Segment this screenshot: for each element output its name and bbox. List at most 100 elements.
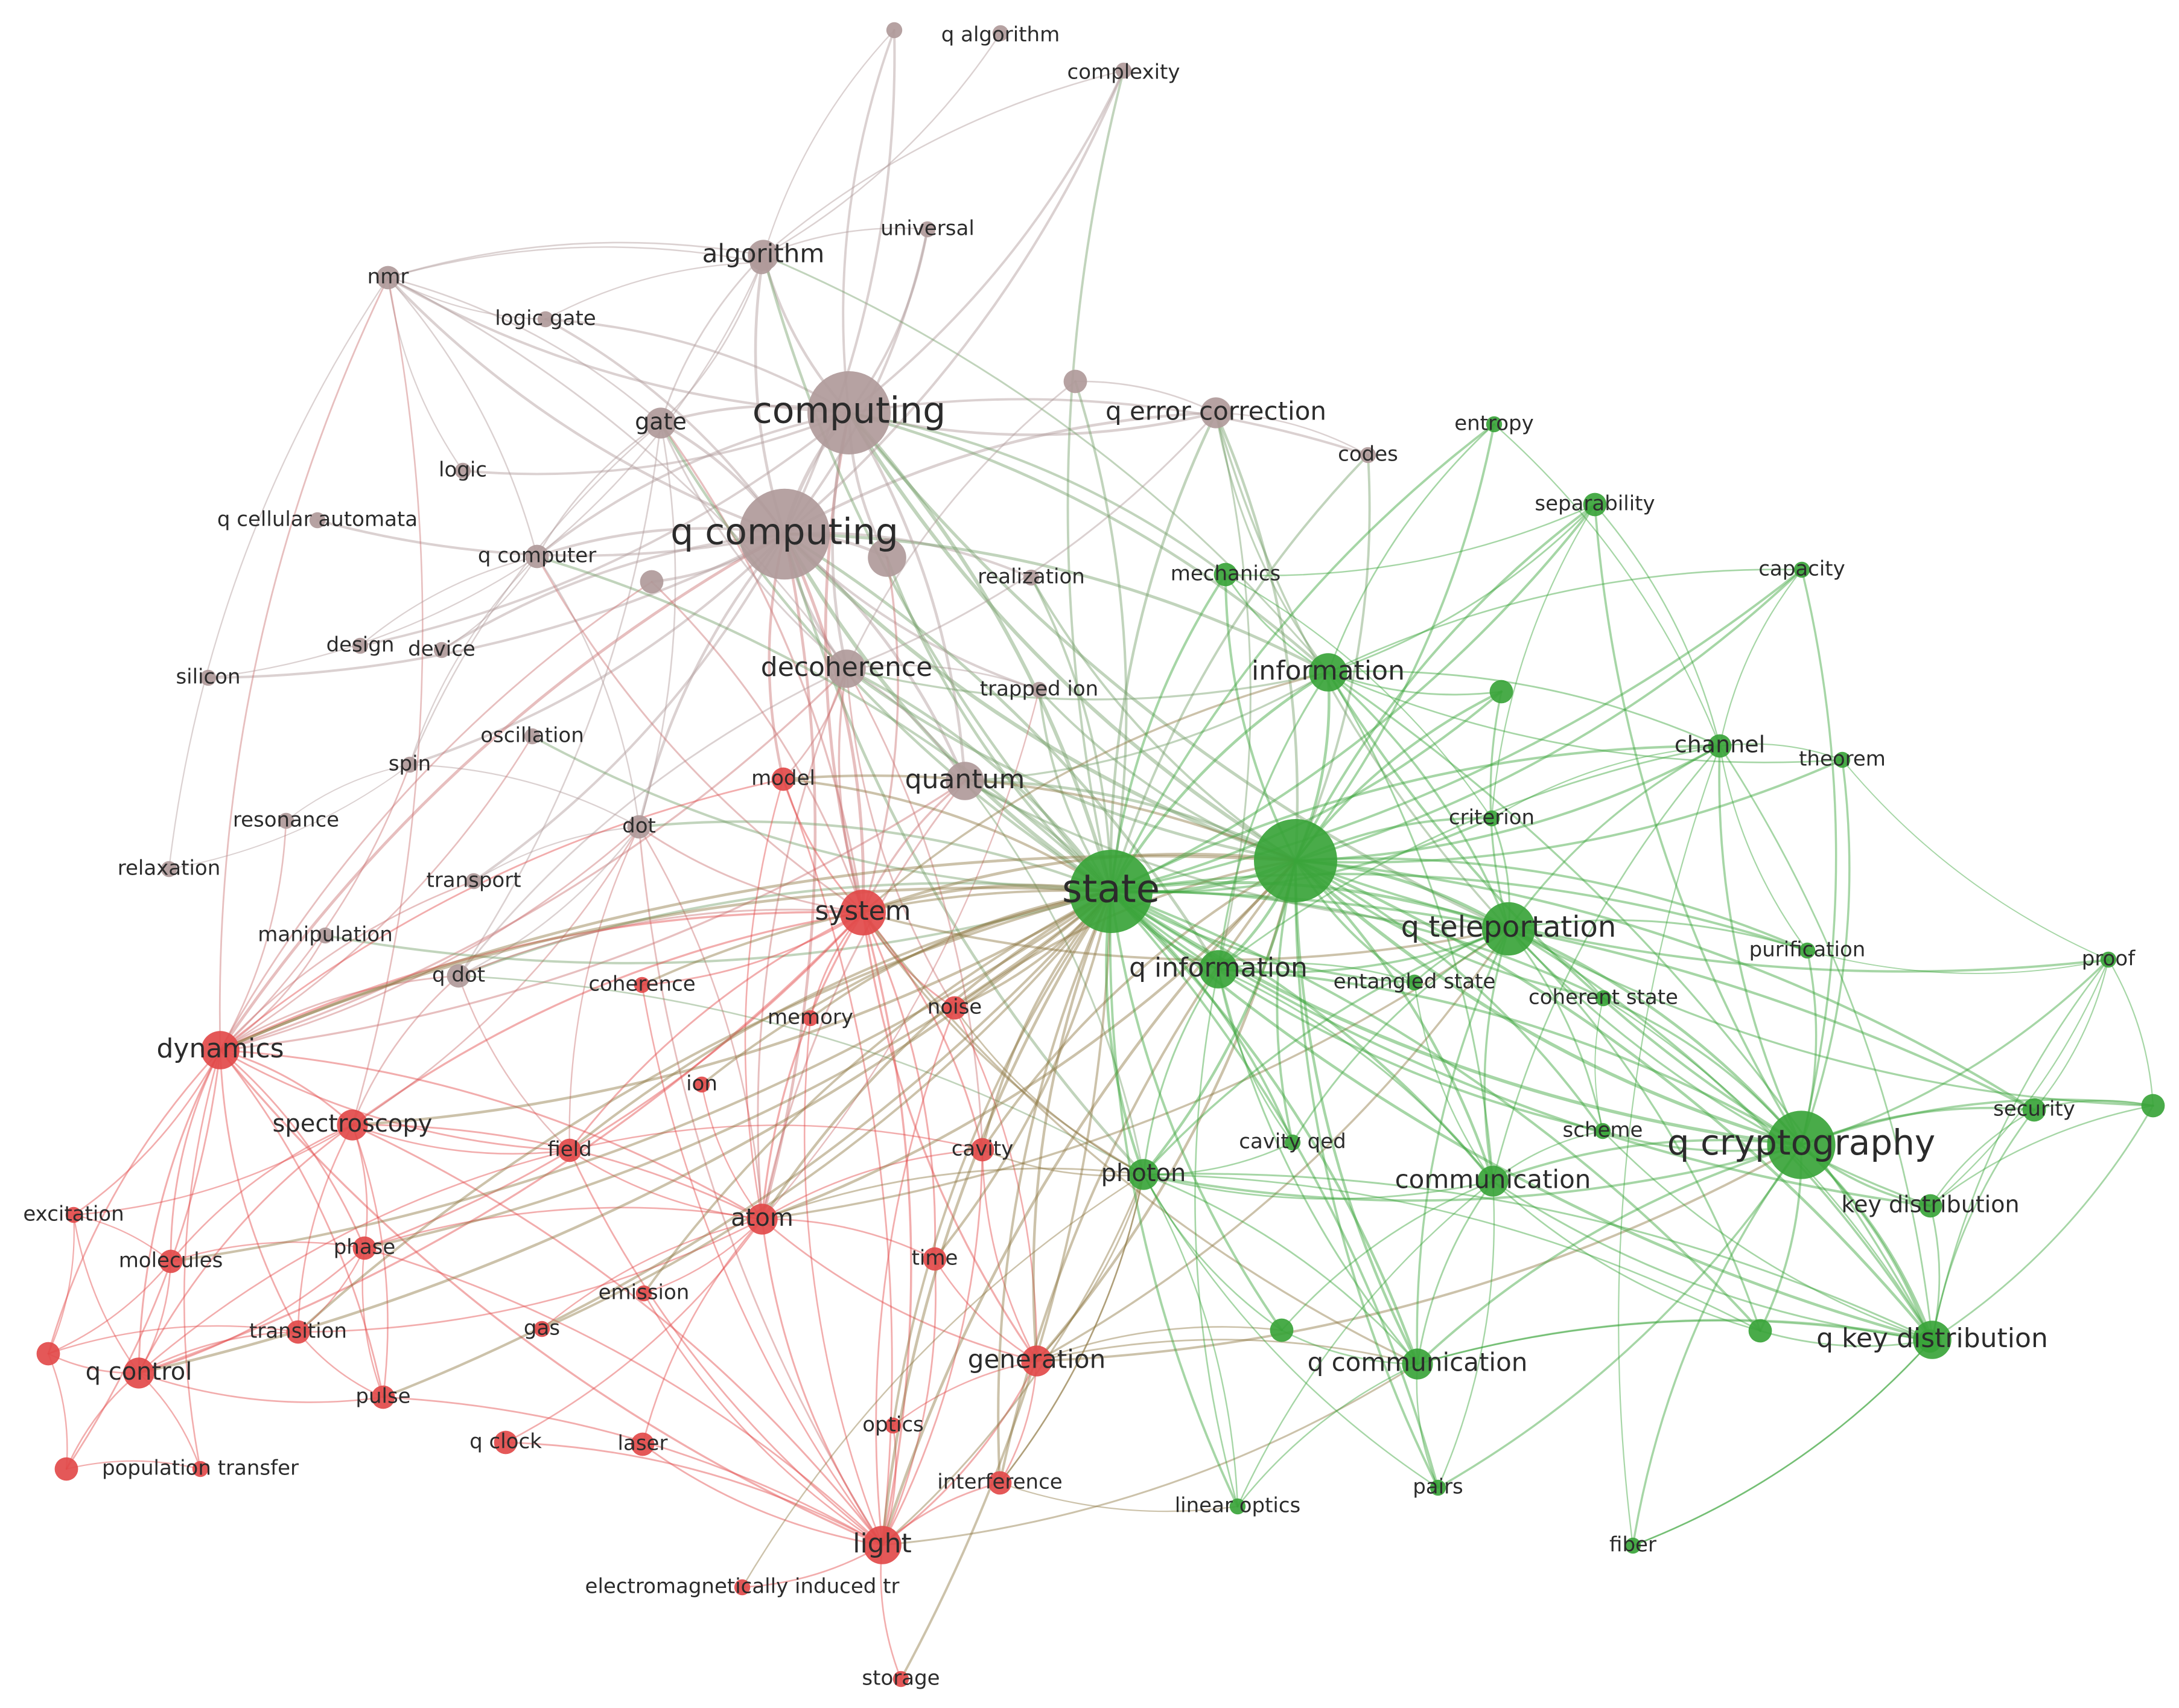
node-qkd-dot[interactable] [1918, 1329, 1942, 1353]
node-q-algorithm[interactable] [992, 25, 1009, 42]
node-q-algorithm-dot[interactable] [886, 22, 903, 39]
node-resonance[interactable] [278, 812, 294, 829]
node-emission[interactable] [635, 1285, 652, 1302]
node-ion[interactable] [693, 1076, 710, 1093]
node-electromagnetically-induced-tr[interactable] [734, 1579, 751, 1596]
node-storage[interactable] [892, 1671, 909, 1687]
node-fiber[interactable] [1624, 1537, 1641, 1554]
node-dot[interactable] [627, 815, 651, 839]
node-q-communication[interactable] [1402, 1348, 1433, 1380]
node-separability[interactable] [1583, 492, 1607, 517]
node-qc-dot[interactable] [868, 538, 906, 577]
node-model[interactable] [771, 767, 795, 791]
node-security[interactable] [2022, 1098, 2046, 1122]
node-nmr[interactable] [376, 266, 400, 290]
node-logic[interactable] [454, 462, 471, 479]
node-q-teleportation[interactable] [1481, 902, 1536, 956]
node-entanglement-hub[interactable] [1254, 819, 1337, 902]
node-excitation[interactable] [65, 1206, 82, 1223]
node-scheme[interactable] [1594, 1123, 1611, 1139]
node-q-cryptography[interactable] [1767, 1111, 1836, 1179]
node-device[interactable] [433, 642, 450, 658]
node-mechanics[interactable] [1214, 562, 1238, 587]
node-relaxation[interactable] [161, 861, 177, 878]
node-decoherence[interactable] [827, 649, 866, 688]
node-communication[interactable] [1477, 1165, 1509, 1197]
node-qec-dot[interactable] [1063, 369, 1087, 394]
node-qcontrol-dot[interactable] [36, 1342, 60, 1366]
node-information[interactable] [1309, 653, 1347, 692]
node-q-clock[interactable] [494, 1430, 518, 1455]
node-silicon[interactable] [200, 669, 217, 686]
node-gate[interactable] [645, 407, 676, 439]
node-noise[interactable] [943, 996, 967, 1020]
node-entropy[interactable] [1486, 416, 1503, 433]
node-coherence[interactable] [634, 977, 651, 993]
link-q-computing-entanglement-hub [782, 532, 1298, 863]
node-channel[interactable] [1708, 734, 1732, 758]
node-time[interactable] [923, 1247, 947, 1271]
node-dynamics[interactable] [201, 1031, 240, 1069]
node-q-error-correction[interactable] [1200, 397, 1232, 429]
node-spectroscopy[interactable] [337, 1109, 368, 1141]
node-criterion[interactable] [1483, 810, 1500, 827]
label-storage: storage [862, 1666, 940, 1690]
node-transition[interactable] [286, 1320, 310, 1344]
node-interference[interactable] [988, 1471, 1012, 1495]
node-spin[interactable] [401, 756, 418, 773]
node-capacity[interactable] [1793, 561, 1810, 578]
node-computing[interactable] [807, 371, 891, 454]
node-codes[interactable] [1360, 447, 1376, 464]
node-q-information[interactable] [1199, 950, 1238, 989]
node-phase[interactable] [352, 1236, 377, 1260]
node-theorem[interactable] [1834, 751, 1851, 768]
node-algorithm-dot[interactable] [749, 250, 774, 275]
label-dynamics: dynamics [156, 1033, 284, 1064]
node-q-computing[interactable] [739, 488, 830, 580]
node-purification[interactable] [1799, 942, 1816, 959]
node-realization[interactable] [1023, 569, 1040, 586]
node-transport[interactable] [465, 873, 482, 890]
node-security-dot[interactable] [2141, 1094, 2165, 1118]
node-laser[interactable] [631, 1432, 655, 1456]
node-pairs[interactable] [1430, 1479, 1446, 1496]
node-key-distribution[interactable] [1918, 1194, 1942, 1218]
node-atom[interactable] [746, 1203, 778, 1235]
node-q-dot[interactable] [447, 964, 471, 988]
node-proof[interactable] [2100, 951, 2117, 968]
node-trapped-ion[interactable] [1031, 681, 1048, 698]
node-comm-dot-a[interactable] [1270, 1318, 1294, 1342]
node-linear-optics[interactable] [1229, 1498, 1246, 1515]
node-pulse[interactable] [371, 1385, 395, 1409]
node-info-dot[interactable] [1489, 680, 1513, 704]
node-q-control[interactable] [123, 1357, 154, 1389]
node-gas[interactable] [533, 1321, 550, 1337]
node-population-transfer[interactable] [192, 1461, 209, 1477]
node-universal[interactable] [919, 221, 936, 238]
node-coherent-state[interactable] [1595, 990, 1612, 1007]
node-quantum[interactable] [946, 762, 984, 800]
node-light[interactable] [863, 1526, 902, 1564]
link-dot-spectroscopy [351, 826, 640, 1126]
node-logic-gate[interactable] [537, 311, 554, 328]
node-state[interactable] [1069, 850, 1153, 933]
node-entangled-state[interactable] [1406, 974, 1423, 991]
node-qc-small-dot[interactable] [640, 570, 664, 594]
node-comm-dot-b[interactable] [1748, 1319, 1772, 1343]
node-q-cellular-automata[interactable] [309, 512, 326, 529]
node-design[interactable] [352, 637, 369, 654]
node-pop-dot[interactable] [54, 1457, 78, 1481]
node-q-computer[interactable] [525, 544, 549, 569]
node-oscillation[interactable] [524, 728, 541, 745]
node-complexity[interactable] [1115, 62, 1132, 79]
node-cavity[interactable] [970, 1138, 994, 1162]
node-molecules[interactable] [159, 1249, 183, 1273]
node-optics[interactable] [885, 1417, 902, 1434]
node-manipulation[interactable] [317, 927, 334, 944]
node-memory[interactable] [802, 1010, 819, 1027]
node-photon[interactable] [1128, 1159, 1159, 1190]
node-cavity-qed[interactable] [1284, 1134, 1301, 1151]
node-system[interactable] [840, 890, 886, 935]
node-generation[interactable] [1021, 1345, 1052, 1377]
node-field[interactable] [558, 1138, 582, 1162]
